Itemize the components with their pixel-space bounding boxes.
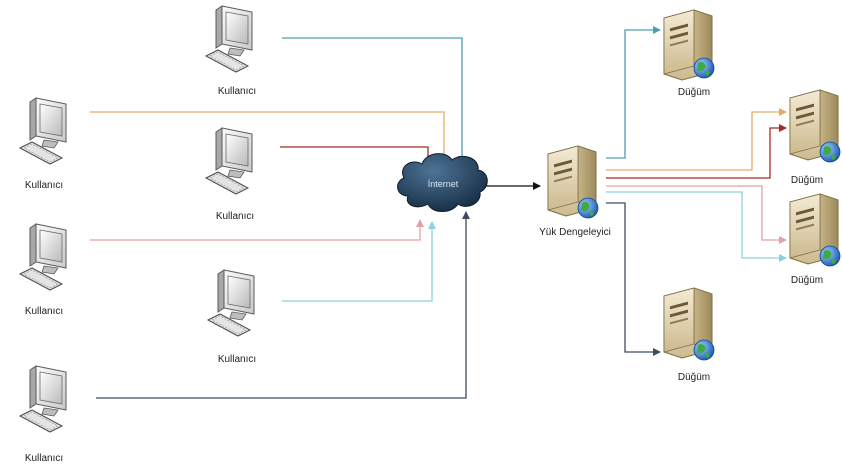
connector-to-node-right-2-b [606, 191, 787, 262]
node-server-right-1 [789, 89, 841, 163]
user-label-middle-1: Kullanıcı [215, 211, 255, 222]
connector-to-node-right-2-a [606, 185, 787, 244]
user-label-middle-2: Kullanıcı [217, 354, 257, 365]
node-label-bottom: Düğüm [677, 372, 711, 383]
globe-icon [693, 339, 715, 361]
connector-to-node-right-1-b [606, 124, 787, 179]
connector-to-node-right-1-a [606, 108, 787, 171]
desktop-computer-icon [205, 5, 253, 73]
user-label-top: Kullanıcı [217, 86, 257, 97]
node-label-right-2: Düğüm [790, 275, 824, 286]
user-computer-top [205, 5, 253, 73]
globe-icon [693, 57, 715, 79]
user-computer-left-1 [19, 97, 67, 165]
connector-left-user-1 [90, 111, 448, 164]
internet-cloud [397, 153, 488, 212]
desktop-computer-icon [19, 223, 67, 291]
user-computer-middle-1 [205, 127, 253, 195]
globe-icon [577, 197, 599, 219]
connectors-balancer-to-nodes [606, 26, 787, 356]
user-label-left-3: Kullanıcı [24, 453, 64, 464]
desktop-computer-icon [19, 97, 67, 165]
globe-icon [819, 245, 841, 267]
user-label-left-2: Kullanıcı [24, 306, 64, 317]
desktop-computer-icon [205, 127, 253, 195]
connectors-users-to-internet [90, 37, 470, 399]
node-server-top [663, 9, 715, 81]
desktop-computer-icon [207, 269, 255, 337]
connector-left-user-2 [90, 219, 424, 241]
cloud-icon [397, 153, 488, 212]
node-server-bottom [663, 287, 715, 361]
user-computer-left-2 [19, 223, 67, 291]
user-label-left-1: Kullanıcı [24, 180, 64, 191]
user-computer-middle-2 [207, 269, 255, 337]
node-server-right-2 [789, 193, 841, 267]
globe-icon [819, 141, 841, 163]
desktop-computer-icon [19, 365, 67, 433]
user-computer-left-3 [19, 365, 67, 433]
node-label-top: Düğüm [677, 87, 711, 98]
connector-left-user-3 [96, 211, 470, 399]
load-balancer-label: Yük Dengeleyici [539, 227, 611, 238]
internet-label: İnternet [427, 179, 459, 189]
connector-top-user [282, 37, 466, 164]
connector-to-node-bottom [606, 202, 661, 356]
connector-middle-user-2 [282, 221, 436, 302]
load-balancer-server [547, 145, 599, 219]
node-label-right-1: Düğüm [790, 175, 824, 186]
connector-to-node-top [606, 26, 661, 159]
